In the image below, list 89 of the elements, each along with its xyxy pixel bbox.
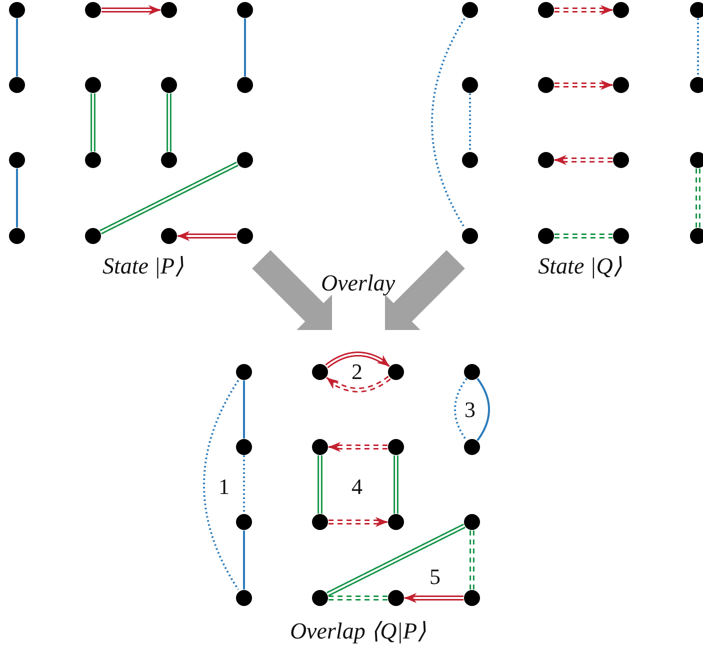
arrow <box>328 517 388 527</box>
dot <box>236 439 252 455</box>
dot <box>236 514 252 530</box>
connector-line <box>16 18 18 77</box>
dot <box>613 152 629 168</box>
dot <box>237 228 253 244</box>
arrow <box>404 593 464 603</box>
dot <box>237 152 253 168</box>
connector-line <box>244 18 246 77</box>
connector-line <box>394 454 398 514</box>
connector-line <box>470 530 474 590</box>
connector-line <box>431 18 466 228</box>
dot <box>388 439 404 455</box>
connector-line <box>243 380 245 439</box>
panel-caption: State |Q⟩ <box>538 254 622 278</box>
dot <box>388 364 404 380</box>
dot <box>462 2 478 18</box>
dot <box>388 590 404 606</box>
dot <box>464 590 480 606</box>
loop-number: 1 <box>218 476 230 498</box>
connector-line <box>326 524 466 596</box>
dot <box>85 2 101 18</box>
connector-line <box>16 168 18 228</box>
connector-line <box>166 92 172 152</box>
loop-number: 4 <box>352 476 362 498</box>
dot <box>690 152 703 168</box>
connector-line <box>243 530 245 590</box>
connector-line <box>696 168 700 228</box>
dot <box>538 152 554 168</box>
dot <box>538 77 554 93</box>
dot <box>85 152 101 168</box>
dot <box>85 77 101 93</box>
dot <box>462 77 478 93</box>
dot <box>9 228 25 244</box>
dot <box>464 439 480 455</box>
panel-caption: State |P⟩ <box>102 254 184 278</box>
panel-caption: Overlay <box>320 272 396 294</box>
dot <box>9 152 25 168</box>
connector-line <box>203 380 240 590</box>
arrow <box>328 442 388 452</box>
dot <box>538 228 554 244</box>
dot <box>690 228 703 244</box>
connector-line <box>454 378 468 442</box>
dot <box>312 364 328 380</box>
loop-number: 2 <box>352 361 362 383</box>
dot <box>690 2 703 18</box>
connector-line <box>554 234 614 238</box>
arrow <box>554 5 614 15</box>
arrow <box>554 80 614 90</box>
dot <box>161 228 177 244</box>
connector-line <box>697 18 699 77</box>
dot <box>161 77 177 93</box>
loop-number: 5 <box>430 566 440 588</box>
dot <box>690 77 703 93</box>
connector-line <box>476 378 490 442</box>
dot <box>388 514 404 530</box>
dot <box>237 77 253 93</box>
connector-line <box>99 162 239 234</box>
connector-line <box>469 93 471 152</box>
dot <box>464 514 480 530</box>
dot <box>312 439 328 455</box>
connector-line <box>318 454 322 514</box>
arrow <box>176 231 238 241</box>
dot <box>613 228 629 244</box>
connector-line <box>90 92 96 152</box>
dot <box>538 2 554 18</box>
dot <box>85 228 101 244</box>
dot <box>237 2 253 18</box>
dot <box>464 364 480 380</box>
dot <box>161 152 177 168</box>
connector-line <box>243 455 245 514</box>
dot <box>9 2 25 18</box>
dot <box>9 77 25 93</box>
loop-number: 3 <box>464 399 476 421</box>
panel-caption: Overlap ⟨Q|P⟩ <box>290 620 426 642</box>
arrow <box>326 376 392 392</box>
arrow <box>324 352 390 368</box>
arrow <box>554 155 614 165</box>
dot <box>462 152 478 168</box>
dot <box>312 590 328 606</box>
dot <box>236 364 252 380</box>
dot <box>236 590 252 606</box>
dot <box>312 514 328 530</box>
dot <box>462 228 478 244</box>
dot <box>613 77 629 93</box>
dot <box>161 2 177 18</box>
arrow <box>100 5 162 15</box>
dot <box>613 2 629 18</box>
connector-line <box>328 596 388 600</box>
